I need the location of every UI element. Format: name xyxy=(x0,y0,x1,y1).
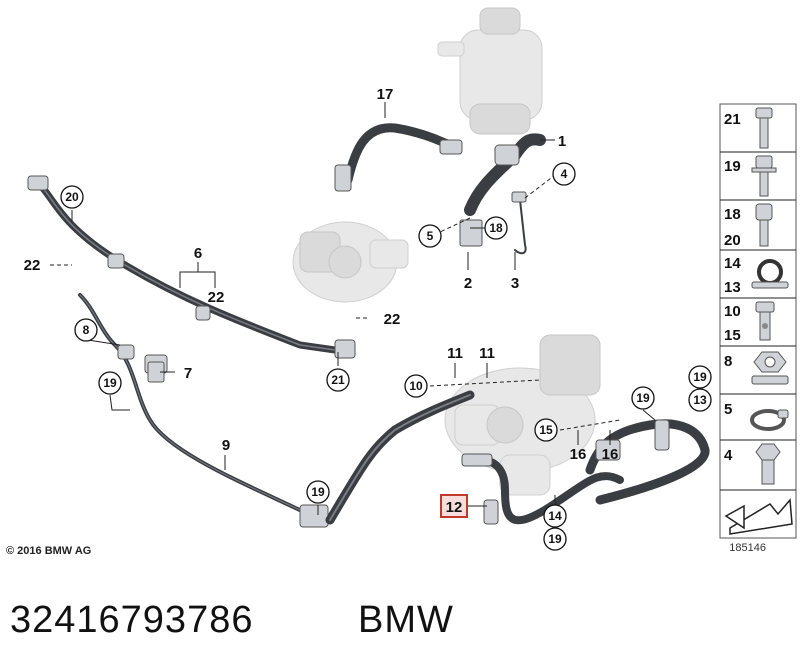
svg-text:5: 5 xyxy=(427,229,434,243)
callout-circle-15: 15 xyxy=(534,418,558,442)
legend-label-4: 4 xyxy=(724,447,733,464)
footer: 32416793786 BMW xyxy=(10,599,454,641)
legend-label-19: 19 xyxy=(724,158,741,175)
hose-6-long-line xyxy=(27,175,356,359)
callout-3: 3 xyxy=(511,275,519,292)
banjo-bolt-icon xyxy=(755,301,775,341)
callout-22-sub: 22 xyxy=(208,289,225,306)
hose-clip-icon xyxy=(750,409,789,431)
legend-label-15: 15 xyxy=(724,327,741,344)
callout-circle-18: 18 xyxy=(484,216,508,240)
svg-text:18: 18 xyxy=(489,221,503,235)
svg-text:21: 21 xyxy=(331,373,345,387)
hose-to-gear xyxy=(325,390,475,525)
legend-label-20: 20 xyxy=(724,232,741,249)
callout-circle-8: 8 xyxy=(74,318,98,342)
pump-ghost xyxy=(292,221,409,303)
svg-text:19: 19 xyxy=(693,370,707,384)
reservoir-ghost xyxy=(437,7,543,135)
hardware-legend: 21 19 18 20 14 13 10 15 xyxy=(719,103,797,539)
hose-1 xyxy=(464,133,546,216)
callout-7: 7 xyxy=(184,365,192,382)
callout-9: 9 xyxy=(222,437,230,454)
legend-label-21: 21 xyxy=(724,111,741,128)
callout-6: 6 xyxy=(194,245,202,262)
leader-lines xyxy=(50,102,701,528)
callout-22-left: 22 xyxy=(24,257,41,274)
callout-circle-19-b: 19 xyxy=(306,480,330,504)
diagram-ref-number: 185146 xyxy=(729,542,766,554)
svg-text:15: 15 xyxy=(539,423,553,437)
callout-circle-19-d: 19 xyxy=(688,365,712,389)
hex-nut-icon xyxy=(751,351,789,385)
callout-11-a: 11 xyxy=(447,345,463,362)
callout-11-b: 11 xyxy=(479,345,495,362)
callout-circle-10: 10 xyxy=(404,374,428,398)
callout-12: 12 xyxy=(446,499,463,516)
legend-label-8: 8 xyxy=(724,353,732,370)
legend-label-10: 10 xyxy=(724,303,741,320)
svg-text:14: 14 xyxy=(548,509,562,523)
svg-text:8: 8 xyxy=(83,323,90,337)
callout-circle-4: 4 xyxy=(552,162,576,186)
svg-text:13: 13 xyxy=(693,393,707,407)
svg-text:19: 19 xyxy=(311,485,325,499)
bolt-socket-icon xyxy=(755,203,773,247)
steering-gear-ghost xyxy=(444,334,601,496)
hose-clamp-bracket-icon xyxy=(751,259,789,289)
hose-13 xyxy=(585,419,710,505)
callout-16-b: 16 xyxy=(602,446,619,463)
callout-1: 1 xyxy=(558,133,566,150)
callout-16-a: 16 xyxy=(570,446,587,463)
callout-circle-14: 14 xyxy=(543,504,567,528)
hose-9-return-line xyxy=(78,293,332,528)
callout-circle-13: 13 xyxy=(688,388,712,412)
arrow-direction-icon xyxy=(724,498,793,535)
callout-circle-19-c: 19 xyxy=(631,386,655,410)
bracket-3 xyxy=(511,191,527,255)
callout-circle-20: 20 xyxy=(60,185,84,209)
legend-label-5: 5 xyxy=(724,401,732,418)
copyright-text: © 2016 BMW AG xyxy=(6,545,91,557)
legend-label-13: 13 xyxy=(724,279,741,296)
hose-12 xyxy=(461,453,624,525)
legend-label-14: 14 xyxy=(724,255,741,272)
bolt-hex-icon xyxy=(755,107,773,149)
callout-12-highlight[interactable]: 12 xyxy=(440,494,468,518)
part-number: 32416793786 xyxy=(10,599,253,641)
svg-text:19: 19 xyxy=(103,376,117,390)
callout-17: 17 xyxy=(377,86,394,103)
brand-name: BMW xyxy=(358,599,454,641)
bolt-short-icon xyxy=(755,443,781,485)
svg-text:19: 19 xyxy=(636,391,650,405)
callout-2: 2 xyxy=(464,275,472,292)
callout-circle-21: 21 xyxy=(326,368,350,392)
callout-circle-19-a: 19 xyxy=(98,371,122,395)
bolt-flange-icon xyxy=(751,155,777,197)
svg-text:4: 4 xyxy=(561,167,568,181)
legend-label-18: 18 xyxy=(724,206,741,223)
hose-17 xyxy=(334,123,463,192)
svg-text:10: 10 xyxy=(409,379,423,393)
bracket-2 xyxy=(459,219,483,247)
svg-text:20: 20 xyxy=(65,190,79,204)
callout-circle-19-e: 19 xyxy=(543,527,567,551)
callout-circle-5: 5 xyxy=(418,224,442,248)
svg-text:19: 19 xyxy=(548,532,562,546)
callout-22-right: 22 xyxy=(384,311,401,328)
